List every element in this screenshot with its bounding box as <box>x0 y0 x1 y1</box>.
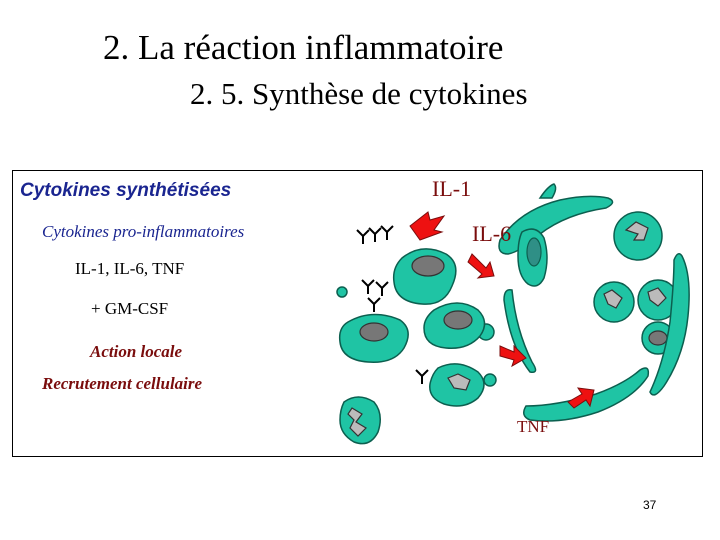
migrating-cell-top <box>498 183 614 255</box>
cytokine-cell-diagram <box>336 183 690 445</box>
antibody-icon <box>361 279 375 294</box>
macrophage-cell <box>392 248 457 305</box>
migrating-cell-dark <box>517 228 548 287</box>
pro-inflammatory-heading: Cytokines pro-inflammatoires <box>42 222 245 241</box>
antibody-icon <box>367 297 381 312</box>
antibody-icon <box>356 229 370 244</box>
neutrophil-cell <box>339 396 381 445</box>
page-number: 37 <box>643 498 657 512</box>
slide-subtitle: 2. 5. Synthèse de cytokines <box>190 76 528 111</box>
cytokine-list: IL-1, IL-6, TNF <box>75 259 185 278</box>
small-cell <box>336 286 348 298</box>
migrating-cell-bottom <box>523 367 650 422</box>
label-tnf: TNF <box>517 417 550 436</box>
migrating-cell-right <box>649 253 690 396</box>
label-il6: IL-6 <box>472 221 512 246</box>
macrophage-cell <box>429 363 485 407</box>
macrophage-cell <box>338 313 409 363</box>
antibody-group-top <box>356 225 394 244</box>
round-cell-right <box>593 279 679 355</box>
effect-local-action: Action locale <box>90 342 183 361</box>
small-cell <box>483 373 497 387</box>
antibody-icon <box>415 369 429 384</box>
label-il1: IL-1 <box>432 176 472 201</box>
antibody-icon <box>368 227 382 242</box>
effect-recruitment: Recrutement cellulaire <box>42 374 203 393</box>
cytokine-arrow <box>409 211 595 409</box>
round-cell-top-right <box>613 211 663 261</box>
macrophage-cell <box>423 302 486 349</box>
antibody-icon <box>375 281 389 296</box>
antibody-icon <box>380 225 394 240</box>
antibody-group-middle <box>361 279 429 384</box>
cytokine-list-extra: + GM-CSF <box>91 299 169 318</box>
slide-title: 2. La réaction inflammatoire <box>103 28 504 67</box>
migrating-cell-left-arc <box>503 288 537 374</box>
panel-heading: Cytokines synthétisées <box>20 180 232 201</box>
content-panel <box>12 170 703 457</box>
